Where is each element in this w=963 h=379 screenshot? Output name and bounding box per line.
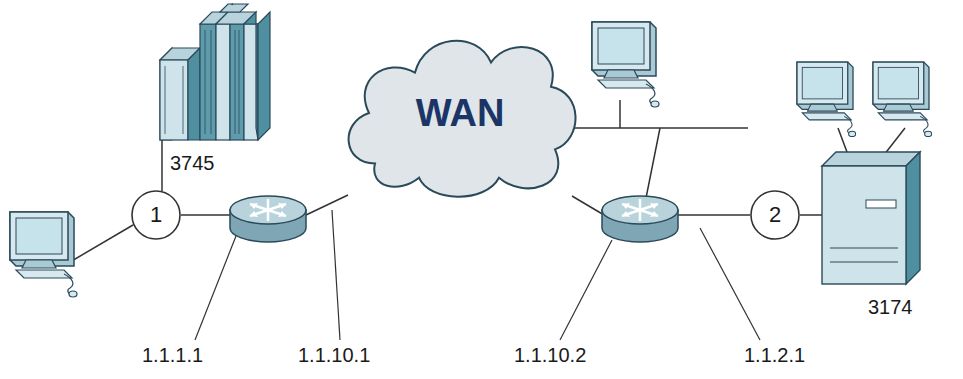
ip-address: 1.1.1.1 bbox=[140, 344, 205, 367]
ip-address: 1.1.2.1 bbox=[742, 344, 807, 367]
node-text: 2 bbox=[769, 202, 781, 228]
ring-circle: 2 bbox=[750, 190, 800, 240]
ring-circle: 1 bbox=[131, 190, 181, 240]
device-label: 3174 bbox=[866, 296, 915, 319]
node-text: WAN bbox=[416, 92, 505, 135]
ip-address: 1.1.10.1 bbox=[296, 344, 372, 367]
node-text: 1 bbox=[150, 202, 162, 228]
device-label: 3745 bbox=[168, 152, 217, 175]
ip-address: 1.1.10.2 bbox=[512, 344, 588, 367]
wan-cloud: WAN bbox=[335, 22, 585, 204]
